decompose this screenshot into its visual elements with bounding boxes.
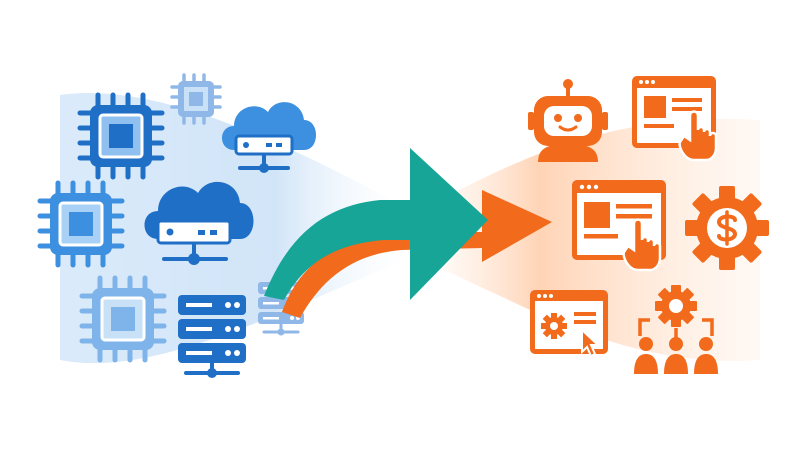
chip-icon bbox=[170, 73, 222, 125]
web-click-icon bbox=[632, 76, 718, 162]
teal-arrow-icon bbox=[264, 148, 488, 300]
web-settings-icon bbox=[530, 290, 608, 358]
chip-icon bbox=[37, 180, 125, 268]
cloud-server-icon bbox=[144, 181, 254, 265]
web-click-icon bbox=[572, 180, 666, 272]
chip-icon bbox=[77, 92, 165, 180]
server-rack-icon bbox=[178, 295, 246, 378]
dollar-gear-icon bbox=[685, 186, 769, 270]
cloud-server-icon bbox=[222, 102, 316, 173]
robot-icon bbox=[528, 79, 608, 162]
team-gear-icon bbox=[634, 285, 718, 374]
chip-icon bbox=[79, 275, 167, 363]
